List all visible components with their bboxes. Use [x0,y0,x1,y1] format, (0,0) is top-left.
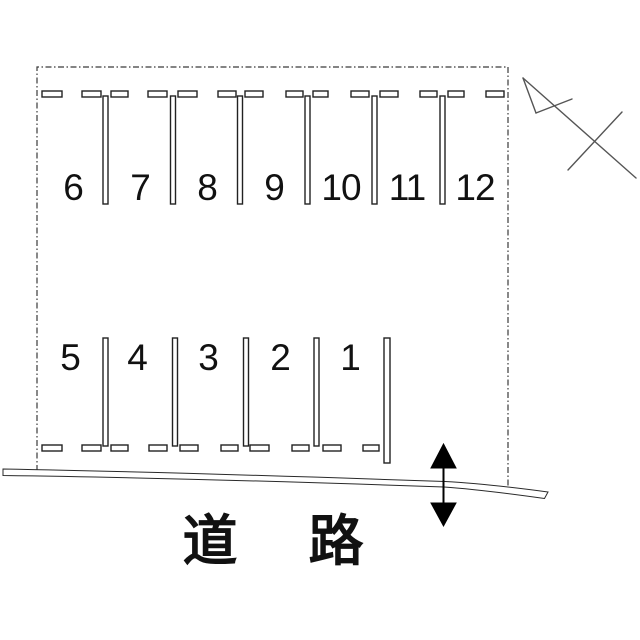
stall-label-3: 3 [198,337,219,378]
bottom-row-stall-dividers [102,337,391,464]
stall-label-4: 4 [127,337,148,378]
stall-label-9: 9 [264,167,285,208]
stall-label-2: 2 [270,337,291,378]
bottom-row-stall-dashes [41,444,380,452]
top-row-stall-dividers [102,95,446,205]
road-label-ro: 路 [308,510,364,572]
stall-label-5: 5 [60,337,81,378]
two-way-arrow-icon [430,442,457,528]
stall-label-7: 7 [130,167,151,208]
stall-label-8: 8 [197,167,218,208]
stall-label-10: 10 [321,167,361,208]
road-label-dou: 道 [182,510,238,572]
stall-label-6: 6 [63,167,84,208]
top-row-stall-dashes [41,90,505,98]
north-arrow-icon [522,77,637,179]
stall-label-1: 1 [340,337,361,378]
stall-label-12: 12 [455,167,495,208]
stall-label-11: 11 [388,167,426,208]
road-band [2,468,549,500]
boundary-border [36,66,509,489]
